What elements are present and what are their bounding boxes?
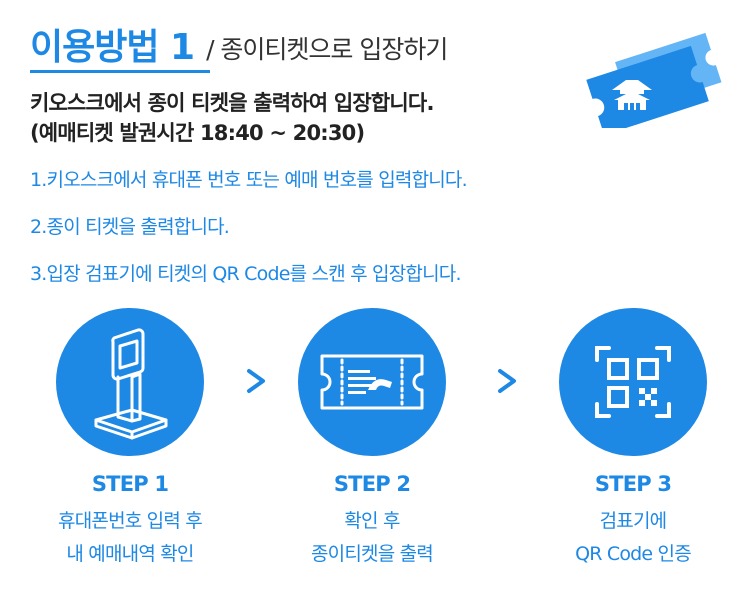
palace-ticket-icon bbox=[586, 32, 722, 128]
instruction-item-1: 1.키오스크에서 휴대폰 번호 또는 예매 번호를 입력합니다. bbox=[30, 169, 468, 191]
instruction-list: 1.키오스크에서 휴대폰 번호 또는 예매 번호를 입력합니다. 2.종이 티켓… bbox=[30, 160, 468, 301]
intro-line-1: 키오스크에서 종이 티켓을 출력하여 입장합니다. bbox=[30, 91, 434, 115]
step-3-desc-line-2: QR Code 인증 bbox=[575, 543, 692, 565]
page-header: 이용방법 1 / 종이티켓으로 입장하기 bbox=[30, 18, 448, 70]
step-2-desc-line-1: 확인 후 bbox=[344, 510, 400, 532]
ticket-print-icon bbox=[320, 354, 424, 410]
instruction-item-2: 2.종이 티켓을 출력합니다. bbox=[30, 216, 230, 238]
step-1-circle bbox=[56, 308, 204, 456]
step-3-description: 검표기에 QR Code 인증 bbox=[513, 505, 750, 571]
intro-line-2: (예매티켓 발권시간 18:40 ~ 20:30) bbox=[30, 121, 365, 145]
step-2-description: 확인 후 종이티켓을 출력 bbox=[252, 505, 492, 571]
page-subtitle: / 종이티켓으로 입장하기 bbox=[206, 35, 448, 64]
arrow-right-icon bbox=[247, 369, 265, 393]
qr-code-icon bbox=[595, 346, 671, 418]
step-1-title: STEP 1 bbox=[91, 472, 169, 496]
step-2-title: STEP 2 bbox=[333, 472, 411, 496]
arrow-right-icon bbox=[498, 369, 516, 393]
step-2-desc-line-2: 종이티켓을 출력 bbox=[310, 543, 434, 565]
step-3-title: STEP 3 bbox=[594, 472, 672, 496]
page-title: 이용방법 1 bbox=[30, 27, 195, 68]
title-underline bbox=[30, 70, 210, 73]
step-1-desc-line-1: 휴대폰번호 입력 후 bbox=[58, 510, 203, 532]
kiosk-icon bbox=[94, 328, 168, 440]
step-1-desc-line-2: 내 예매내역 확인 bbox=[66, 543, 194, 565]
step-2-circle bbox=[298, 308, 446, 456]
step-3-desc-line-1: 검표기에 bbox=[599, 510, 668, 532]
step-3-circle bbox=[559, 308, 707, 456]
step-1-description: 휴대폰번호 입력 후 내 예매내역 확인 bbox=[10, 505, 250, 571]
instruction-item-3: 3.입장 검표기에 티켓의 QR Code를 스캔 후 입장합니다. bbox=[30, 263, 461, 285]
intro-text: 키오스크에서 종이 티켓을 출력하여 입장합니다. (예매티켓 발권시간 18:… bbox=[30, 88, 434, 148]
